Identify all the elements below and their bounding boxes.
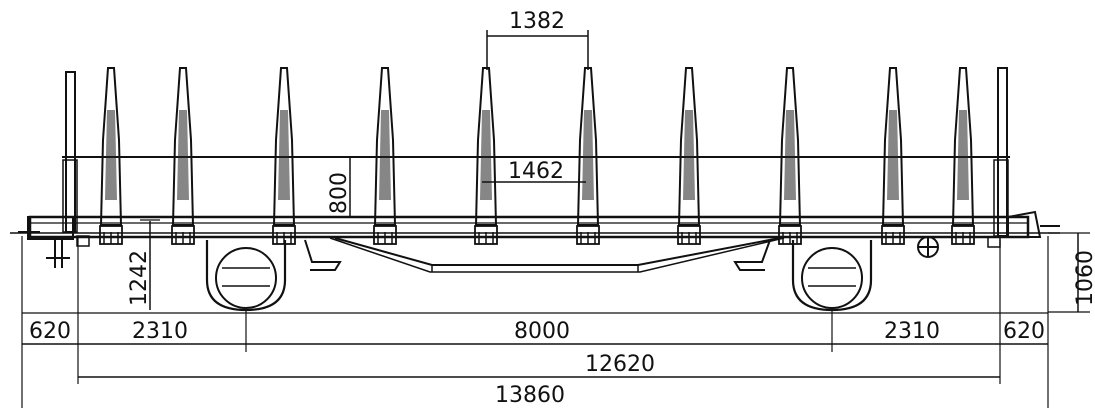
deck xyxy=(10,215,1060,239)
handbrake-wheel-icon xyxy=(917,236,939,258)
buffer-left xyxy=(18,216,90,268)
wheel-left xyxy=(205,240,287,312)
length-over-headstocks-label: 12620 xyxy=(585,352,655,377)
end-post-left xyxy=(62,71,78,233)
end-post-right xyxy=(993,67,1009,237)
stake-8 xyxy=(778,67,802,245)
stake-height-label: 800 xyxy=(327,172,352,214)
bottom-dimension-row-1: 620 2310 8000 2310 620 xyxy=(22,312,1048,345)
wheel-right xyxy=(791,240,873,312)
bottom-dimension-row-2: 12620 xyxy=(78,352,1000,378)
inner-stake-spacing-label: 1462 xyxy=(508,159,564,184)
axle-to-end-left-label: 2310 xyxy=(132,319,188,344)
stake-4 xyxy=(373,67,397,245)
stake-3 xyxy=(272,67,296,245)
stakes xyxy=(99,67,975,245)
overall-height-label: 1060 xyxy=(1073,250,1095,306)
deck-height-dimension: 1242 xyxy=(127,219,160,310)
stake-2 xyxy=(171,67,195,245)
stake-height-dimension: 800 xyxy=(327,158,352,216)
extension-lines xyxy=(21,236,1049,408)
overhang-right-label: 620 xyxy=(1003,319,1045,344)
stake-1 xyxy=(99,67,123,245)
stake-9 xyxy=(881,67,905,245)
stake-spacing-label: 1382 xyxy=(509,9,565,34)
brake-gear-left xyxy=(304,239,342,271)
inner-stake-spacing-dimension: 1462 xyxy=(482,159,586,184)
deck-height-label: 1242 xyxy=(127,250,152,306)
stake-7 xyxy=(677,67,701,245)
stake-spacing-dimension: 1382 xyxy=(486,9,589,70)
stake-10 xyxy=(951,67,975,245)
bottom-dimension-row-3: 13860 xyxy=(495,383,565,408)
underframe-truss xyxy=(334,237,781,266)
axle-spacing-label: 8000 xyxy=(514,319,570,344)
overall-height-dimension: 1060 xyxy=(1048,232,1095,313)
axle-to-end-right-label: 2310 xyxy=(884,319,940,344)
overhang-left-label: 620 xyxy=(29,319,71,344)
length-over-buffers-label: 13860 xyxy=(495,383,565,408)
brake-gear-right xyxy=(733,239,771,271)
